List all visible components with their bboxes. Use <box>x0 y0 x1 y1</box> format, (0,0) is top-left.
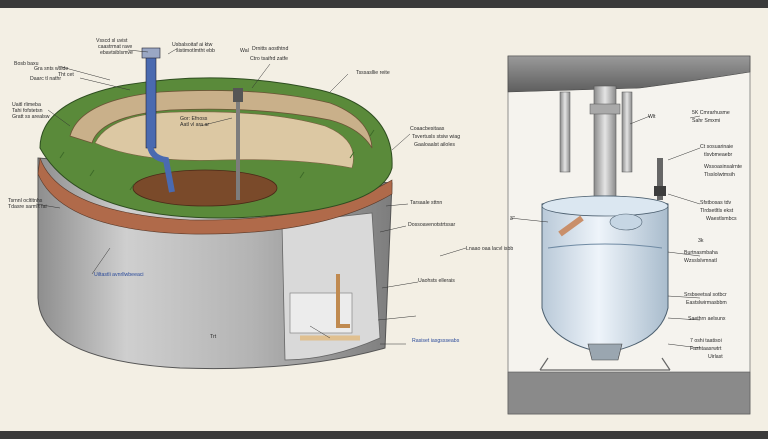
tank-body <box>541 195 669 354</box>
float-ball <box>609 213 643 231</box>
label-l18: Tsssasllie reite <box>356 70 390 76</box>
tank-rim <box>541 195 669 217</box>
label-l24: Tarsaale sttnn <box>410 200 442 206</box>
probe-handle <box>233 88 243 102</box>
label-r4: Ct sosuarinaie <box>700 144 733 150</box>
label-r9: Tlrdsetltls ekst <box>700 208 734 214</box>
label-l10: Gra snts wslde <box>34 66 68 72</box>
label-l14: Aatl vl ara ar <box>180 122 209 128</box>
label-l5: sistimotlmtht ebb <box>176 48 215 54</box>
label-r19: Fashtaasrwtrt <box>690 346 722 352</box>
label-l23: Tdasre sarmit fai <box>8 204 47 210</box>
excavation-wall <box>69 90 373 149</box>
label-r14: Wzsslslvmnatl <box>684 258 717 264</box>
label-l17: Gratt ss arealsw <box>12 114 50 120</box>
leader-lines <box>35 47 701 349</box>
label-r16: Eastslwirmasbbm <box>686 300 727 306</box>
label-l9: Bosb baxu <box>14 61 39 67</box>
label-r1: 5K Cmrarhusme <box>692 110 730 116</box>
label-r17: Saethrn aelsunx <box>688 316 726 322</box>
vent-cap <box>141 47 161 59</box>
label-r10: Waestlsmbcs <box>706 216 737 222</box>
label-r18: 7 oshi taatisoi <box>690 338 722 344</box>
label-l7: Drnitts aosthtnd <box>252 46 288 52</box>
label-l29: Rasiset iasgssseabs <box>412 338 460 344</box>
label-l13: Gor: Efnoss <box>180 116 208 122</box>
label-r20: Uirlast <box>708 354 723 360</box>
soil-band <box>37 157 393 235</box>
label-l2: caastrmat rave <box>98 44 132 50</box>
excavation-inner <box>94 111 354 169</box>
label-r8: Sfstbosas tdv <box>700 200 732 206</box>
diagram-canvas: Vsscd sl uvist caastrmat rave ebavtsibls… <box>8 38 751 415</box>
label-l6: Wal <box>240 48 249 54</box>
support-pipe-right <box>621 91 633 173</box>
top-beam <box>507 55 751 93</box>
label-l28: Uaohsts ellerais <box>418 278 455 284</box>
probe-rod <box>236 90 240 200</box>
label-r15: Srsbseetsal sotbcr <box>684 292 727 298</box>
label-l19: Coaacbesitaas <box>410 126 445 132</box>
grass-texture <box>59 129 375 191</box>
diagram-sheet: Vsscd sl uvist caastrmat rave ebavtsibls… <box>0 8 768 431</box>
label-l25: Dossoavenotstrtssar <box>408 222 456 228</box>
label-r7: Tlsslolwtmsih <box>704 172 735 178</box>
label-l27: Uiltastli avnrllwbeeaci <box>94 272 144 278</box>
support-legs <box>539 357 671 371</box>
label-r2: Sahr Smxmi <box>692 118 720 124</box>
bottom-valve <box>587 343 623 361</box>
label-l12: Daarc tl nathr <box>30 76 61 82</box>
label-l16: Tahi fofstetsn <box>12 108 43 114</box>
support-pipe-left <box>559 91 571 173</box>
pit-cutaway <box>37 47 393 370</box>
right-labels: 5K Cmrarhusme Sahr Smxmi Wlt Ct sosuarin… <box>510 110 742 360</box>
label-l15: Uaitl rlimeba <box>12 102 41 108</box>
label-r3: Wlt <box>648 114 656 120</box>
label-r6: Wssoasinsalrnte <box>704 164 742 170</box>
label-l3: ebavtsiblsmve <box>100 50 133 56</box>
left-labels: Vsscd sl uvist caastrmat rave ebavtsibls… <box>8 38 513 344</box>
vent-elbow <box>147 145 175 193</box>
inlet-baffle <box>336 274 350 328</box>
mud-pool <box>132 169 278 207</box>
label-r13: Burtnasmbaha <box>684 250 718 256</box>
label-l4: Usbalsoitaf ai ktw <box>172 42 213 48</box>
label-l26: Lnaao oaa lacvl isbb <box>466 246 513 252</box>
label-r5: tlsvbmeaebr <box>704 152 733 158</box>
label-r12: 3k <box>698 238 704 244</box>
label-l8: Ctro tsaifrd zatfe <box>250 56 288 62</box>
tank-section <box>507 55 751 415</box>
label-l20: Tsvertusls stsiw wiag <box>412 134 460 140</box>
sensor-probe <box>657 158 663 200</box>
label-l21: Gaaloaalst ailoles <box>414 142 455 148</box>
label-l1: Vsscd sl uvist <box>96 38 128 44</box>
label-l30: Trt <box>210 334 217 340</box>
sensor-head <box>654 186 666 196</box>
floor-slab <box>507 371 751 415</box>
lever-arm <box>558 215 584 237</box>
inlet-collar <box>589 103 621 115</box>
water-surface <box>547 243 663 249</box>
vent-pipe <box>145 55 157 149</box>
label-l11: Tht cet <box>58 72 74 78</box>
label-r11: 3" <box>510 216 515 222</box>
label-l22: Tsrnnl ocltltnhs <box>8 198 43 204</box>
